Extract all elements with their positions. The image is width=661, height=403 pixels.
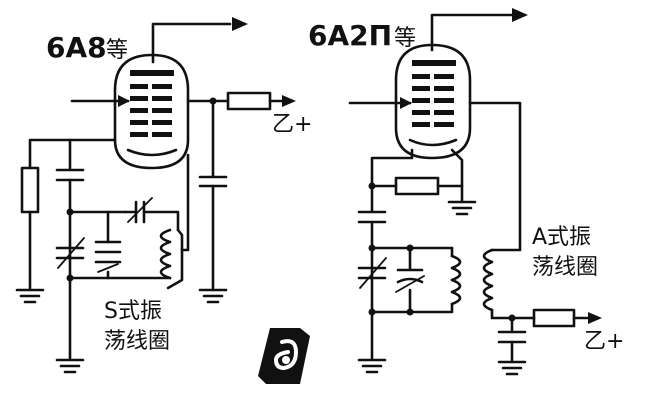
right-tuning-capacitor	[357, 266, 387, 280]
right-padder-arrow	[395, 275, 425, 293]
left-tube-envelope	[113, 53, 190, 170]
left-grid-resistor	[20, 166, 40, 214]
left-bypass-capacitor	[198, 175, 228, 188]
left-supply-arrow	[282, 95, 296, 107]
right-grid-coil-bottom	[370, 302, 454, 314]
right-coupling-capacitor	[357, 210, 387, 224]
right-bypass-capacitor	[497, 330, 527, 344]
right-input-arrow	[400, 97, 412, 109]
left-ground-bottom	[55, 358, 85, 374]
right-circuit: 6A2П 等	[308, 8, 624, 376]
right-ground-upper	[447, 200, 477, 216]
right-plate-coil	[482, 248, 494, 312]
right-supply-resistor	[532, 308, 576, 328]
right-tube-electrodes	[408, 60, 458, 147]
right-tube-suffix: 等	[394, 26, 416, 51]
right-ground-bottom	[357, 358, 387, 374]
left-grid-wire	[28, 138, 117, 170]
right-plate-coil-bottom	[490, 308, 514, 320]
left-coil-top-lead	[142, 210, 180, 232]
right-padder-plate2	[396, 277, 424, 284]
left-plate-lead	[151, 22, 232, 64]
left-coil-label-line1: S式振	[104, 299, 162, 324]
left-padder-arrow	[97, 263, 119, 273]
left-tube-suffix: 等	[106, 38, 128, 63]
right-grid-coil	[450, 254, 462, 306]
left-tube-label: 6A8	[46, 31, 107, 64]
left-coupling-capacitor	[55, 168, 85, 182]
right-cathode-right	[450, 148, 464, 202]
right-cathode-left	[370, 148, 414, 212]
right-grid-resistor	[394, 176, 440, 196]
left-circuit: 6A8 等 乙+	[15, 17, 312, 384]
right-screen-lead	[468, 101, 522, 252]
left-trimmer-arrow	[127, 197, 153, 223]
left-ground-far	[15, 288, 45, 304]
right-coil-label-line1: A式振	[532, 225, 591, 250]
left-coil-feedback	[166, 228, 184, 290]
right-node-lower	[368, 308, 376, 316]
left-ground-right	[198, 288, 228, 304]
left-coil-label-line2: 荡线圈	[104, 329, 170, 354]
left-oscillator-coil	[159, 228, 172, 280]
right-supply-arrow	[588, 312, 602, 324]
right-tube-label: 6A2П	[308, 19, 392, 52]
right-tuning-arrow	[359, 257, 387, 289]
left-tuning-capacitor	[55, 246, 85, 260]
right-coil-label-line2: 荡线圈	[532, 255, 598, 280]
right-supply-label: 乙+	[584, 329, 624, 354]
left-padder-capacitor	[94, 240, 122, 254]
left-plate-arrow	[232, 17, 248, 31]
left-tuning-arrow	[57, 237, 85, 269]
left-tube-electrodes	[126, 70, 178, 157]
left-coil-to-tube	[180, 153, 190, 252]
publisher-logo	[258, 328, 310, 384]
right-plate-arrow	[512, 8, 528, 22]
left-screen-resistor	[226, 91, 272, 111]
left-input-arrow	[118, 95, 130, 107]
left-supply-label: 乙+	[272, 112, 312, 137]
right-plate-lead	[430, 13, 514, 52]
right-ground-right	[497, 360, 527, 376]
